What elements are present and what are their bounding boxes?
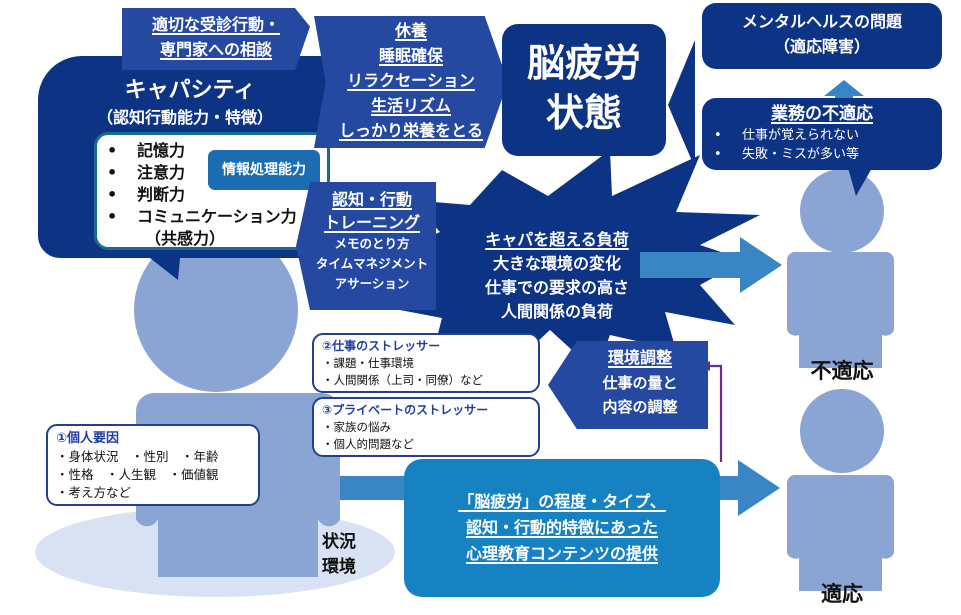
rest-line: 睡眠確保 [378,46,443,65]
training-item: アサーション [334,276,410,291]
personal-factors-title: ①個人要因 [56,431,120,446]
capacity-title: キャパシティ [124,78,256,103]
connector-line [708,364,723,462]
work-maladaptation-title: 業務の不適応 [771,104,873,124]
brain-fatigue-line: 状態 [545,91,622,135]
personal-factors-item: ・身体状況 ・性別 ・年齢 [56,449,219,464]
work-stressor-item: ・課題・仕事環境 [322,356,414,370]
rest-line: 休養 [394,21,427,40]
person-maladapted-body [787,252,894,368]
overload-item: 人間関係の負荷 [500,302,613,321]
arrow-to-adapted [340,476,408,500]
overload-starburst [398,150,760,378]
adapted-label: 適応 [821,582,863,606]
capacity-item: •注意力 [107,163,186,182]
situation-line: 状況 [322,532,356,552]
person-maladapted-head [800,169,884,253]
info-processing-badge: 情報処理能力 [208,150,320,190]
psychoeducation-box: 「脳疲労」の程度・タイプ、 認知・行動的特徴にあった 心理教育コンテンツの提供 [404,459,720,597]
arrow-up-mental-health [824,80,864,102]
rest-chevron: 休養 睡眠確保 リラクセーション 生活リズム しっかり栄養をとる [314,16,508,148]
psychoeducation-line: 心理教育コンテンツの提供 [465,544,658,563]
capacity-item: •コミュニケーション力 [107,207,297,226]
private-stressor-title: ③プライベートのストレッサー [322,403,489,417]
psychoeducation-line: 認知・行動的特徴にあった [465,518,658,537]
env-adjust-chevron: 環境調整 仕事の量と 内容の調整 [548,341,708,429]
personal-factors-item: ・考え方など [56,485,132,500]
work-maladaptation-item: •失敗・ミスが多い等 [714,147,860,162]
work-stressor-title: ②仕事のストレッサー [322,339,441,353]
training-title-line: 認知・行動 [331,190,412,209]
env-adjust-line: 内容の調整 [602,398,678,416]
situation-label: 状況 環境 [322,530,356,580]
capacity-item: •判断力 [107,185,186,204]
rest-line: 生活リズム [370,96,451,115]
training-chevron: 認知・行動 トレーニング メモのとり方 タイムマネジメント アサーション [296,182,436,310]
consult-line-1: 適切な受診行動・ [151,15,280,34]
private-stressor-box: ③プライベートのストレッサー ・家族の悩み ・個人的問題など [312,397,540,457]
training-item: タイムマネジメント [315,256,429,271]
mental-health-box: メンタルヘルスの問題 （適応障害） [702,3,942,69]
capacity-subtitle: （認知行動能力・特徴） [96,108,273,127]
consult-tag: 適切な受診行動・ 専門家への相談 [122,8,310,70]
training-title-line: トレーニング [323,213,420,232]
env-adjust-title: 環境調整 [607,348,672,367]
rest-line: リラクセーション [347,71,475,90]
psychoeducation-line: 「脳疲労」の程度・タイプ、 [458,492,666,511]
brain-fatigue-box: 脳疲労 状態 [502,24,666,156]
personal-factors-box: ①個人要因 ・身体状況 ・性別 ・年齢 ・性格 ・人生観 ・価値観 ・考え方など [46,424,260,506]
env-adjust-line: 仕事の量と [602,374,678,392]
overload-item: 大きな環境の変化 [492,254,621,273]
brain-fatigue-line: 脳疲労 [526,41,641,85]
personal-factors-item: ・性格 ・人生観 ・価値観 [56,467,219,482]
work-stressor-item: ・人間関係（上司・同僚）など [322,373,483,387]
overload-text: キャパを超える負荷 大きな環境の変化 仕事での要求の高さ 人間関係の負荷 [452,228,662,324]
person-adapted-body [787,475,894,591]
arrow-into-brain-fatigue [668,40,695,168]
private-stressor-item: ・家族の悩み [322,420,391,434]
mental-health-line: （適応障害） [773,37,870,56]
maladapted-label: 不適応 [810,359,874,383]
consult-line-2: 専門家への相談 [159,40,272,59]
work-maladaptation-item: •仕事が覚えられない [714,128,860,143]
rest-line: しっかり栄養をとる [338,121,483,140]
work-stressor-box: ②仕事のストレッサー ・課題・仕事環境 ・人間関係（上司・同僚）など [312,333,540,393]
private-stressor-item: ・個人的問題など [322,437,414,451]
arrow-to-maladapted [640,237,782,293]
capacity-sub-item: （共感力） [145,229,226,248]
situation-line: 環境 [322,557,356,577]
training-item: メモのとり方 [334,236,410,251]
mental-health-line: メンタルヘルスの問題 [741,12,902,31]
person-adapted-head [800,389,884,473]
overload-item: 仕事での要求の高さ [484,278,629,297]
work-maladaptation-box: 業務の不適応 •仕事が覚えられない •失敗・ミスが多い等 [702,98,942,170]
overload-title: キャパを超える負荷 [485,230,629,249]
arrow-to-adapted-head [715,460,780,516]
capacity-item: •記憶力 [107,141,186,160]
